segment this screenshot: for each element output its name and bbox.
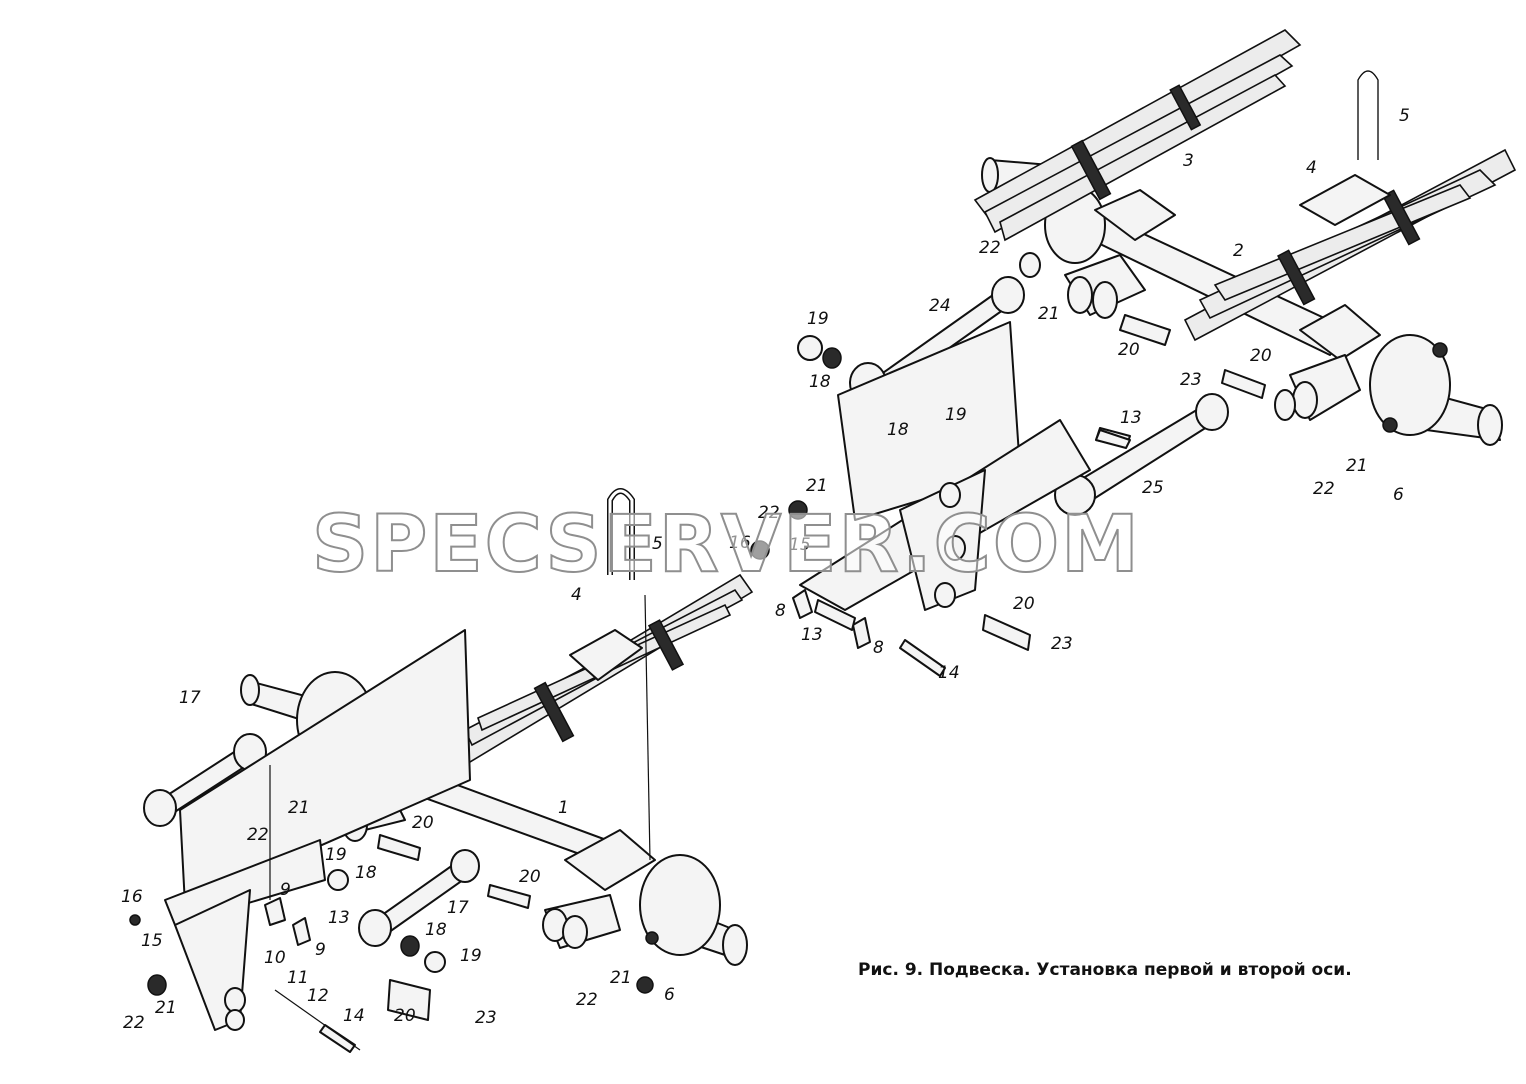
middle-frame-bracket bbox=[750, 321, 1131, 677]
callout-21: 21 bbox=[1346, 456, 1368, 476]
callout-2: 2 bbox=[1233, 241, 1244, 261]
callout-21: 21 bbox=[155, 998, 177, 1018]
callout-16: 16 bbox=[729, 533, 751, 553]
callout-23: 23 bbox=[1180, 370, 1202, 390]
callout-1: 1 bbox=[558, 798, 569, 818]
callout-18: 18 bbox=[425, 920, 447, 940]
upper-spring-pads bbox=[1094, 174, 1391, 361]
callout-20: 20 bbox=[1013, 594, 1035, 614]
callout-19: 19 bbox=[807, 309, 829, 329]
callout-14: 14 bbox=[343, 1006, 365, 1026]
callout-9: 9 bbox=[280, 880, 291, 900]
callout-22: 22 bbox=[576, 990, 598, 1010]
callout-4: 4 bbox=[571, 585, 582, 605]
callout-17: 17 bbox=[447, 898, 469, 918]
upper-brackets bbox=[1019, 252, 1361, 421]
callout-22: 22 bbox=[123, 1013, 145, 1033]
callout-20: 20 bbox=[1250, 346, 1272, 366]
callout-11: 11 bbox=[287, 968, 309, 988]
callout-8: 8 bbox=[775, 601, 786, 621]
callout-15: 15 bbox=[789, 535, 811, 555]
callout-13: 13 bbox=[1120, 408, 1142, 428]
upper-right-leaf-spring bbox=[1183, 148, 1517, 342]
callout-10: 10 bbox=[264, 948, 286, 968]
callout-23: 23 bbox=[475, 1008, 497, 1028]
callout-3: 3 bbox=[1183, 151, 1194, 171]
callout-20: 20 bbox=[394, 1006, 416, 1026]
callout-18: 18 bbox=[809, 372, 831, 392]
callout-12: 12 bbox=[307, 986, 329, 1006]
callout-23: 23 bbox=[1051, 634, 1073, 654]
callout-19: 19 bbox=[945, 405, 967, 425]
callout-8: 8 bbox=[873, 638, 884, 658]
callout-18: 18 bbox=[355, 863, 377, 883]
callout-6: 6 bbox=[1393, 485, 1404, 505]
callout-25: 25 bbox=[1142, 478, 1164, 498]
callout-19: 19 bbox=[325, 845, 347, 865]
callout-19: 19 bbox=[460, 946, 482, 966]
callout-14: 14 bbox=[938, 663, 960, 683]
callout-22: 22 bbox=[758, 503, 780, 523]
callout-5: 5 bbox=[1399, 106, 1410, 126]
callout-22: 22 bbox=[1313, 479, 1335, 499]
callout-16: 16 bbox=[121, 887, 143, 907]
callout-22: 22 bbox=[247, 825, 269, 845]
callout-6: 6 bbox=[664, 985, 675, 1005]
callout-17: 17 bbox=[179, 688, 201, 708]
callout-18: 18 bbox=[887, 420, 909, 440]
watermark: SPECSERVER.COM bbox=[311, 499, 1141, 591]
front-frame-bracket bbox=[129, 594, 651, 1053]
callout-21: 21 bbox=[806, 476, 828, 496]
callout-15: 15 bbox=[141, 931, 163, 951]
callout-21: 21 bbox=[610, 968, 632, 988]
callout-24: 24 bbox=[929, 296, 951, 316]
callout-21: 21 bbox=[288, 798, 310, 818]
callout-21: 21 bbox=[1038, 304, 1060, 324]
callout-20: 20 bbox=[412, 813, 434, 833]
figure-caption: Рис. 9. Подвеска. Установка первой и вто… bbox=[858, 960, 1352, 980]
callout-4: 4 bbox=[1306, 158, 1317, 178]
callout-5: 5 bbox=[652, 534, 663, 554]
callout-13: 13 bbox=[328, 908, 350, 928]
callout-20: 20 bbox=[519, 867, 541, 887]
front-u-bolt bbox=[569, 488, 643, 681]
upper-left-leaf-spring bbox=[973, 29, 1302, 242]
callout-20: 20 bbox=[1118, 340, 1140, 360]
upper-u-bolt bbox=[1357, 70, 1379, 160]
callout-9: 9 bbox=[315, 940, 326, 960]
callout-13: 13 bbox=[801, 625, 823, 645]
callout-22: 22 bbox=[979, 238, 1001, 258]
